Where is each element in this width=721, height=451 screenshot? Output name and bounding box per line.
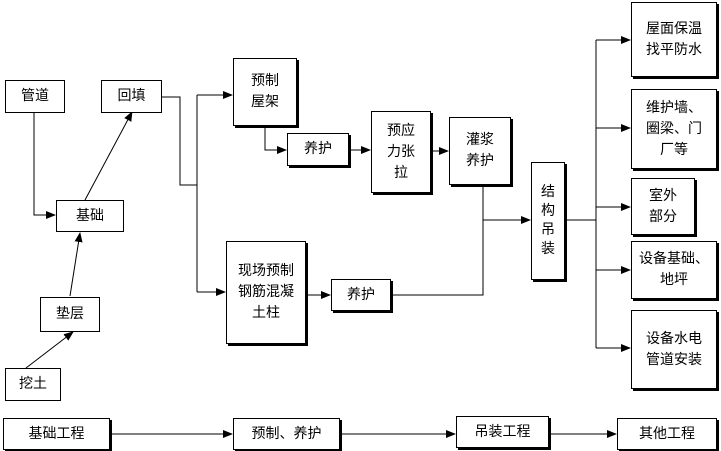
node-yanghu-2: 养护: [331, 279, 391, 311]
node-yuzhi-wujia: 预制 屋架: [233, 58, 297, 126]
stage-qita-gongcheng: 其他工程: [617, 418, 717, 450]
node-watu: 挖土: [5, 368, 61, 401]
stage-yuzhi-yanghu: 预制、养护: [233, 418, 340, 450]
node-guandao: 管道: [5, 80, 65, 113]
node-jiegou-diaozhuang: 结 构 吊 装: [531, 162, 565, 280]
node-shiwai: 室外 部分: [631, 178, 695, 235]
node-shebei-shuidian: 设备水电 管道安装: [631, 310, 717, 389]
node-yuyingli-zhangla: 预应 力张 拉: [371, 111, 431, 193]
node-shebei-jichu: 设备基础、 地坪: [631, 241, 717, 299]
stage-jichu-gongcheng: 基础工程: [3, 418, 110, 450]
stage-diaozhuang-gongcheng: 吊装工程: [456, 416, 549, 448]
node-wumian: 屋面保温 找平防水: [631, 2, 717, 77]
node-guanjiang-yanghu: 灌浆 养护: [449, 117, 511, 185]
node-weihu: 维护墙、 圈梁、门 厂等: [631, 89, 717, 169]
node-huitian: 回填: [101, 80, 162, 113]
node-dianceng: 垫层: [40, 297, 100, 332]
node-xianchang-yuzhi: 现场预制 钢筋混凝 土柱: [226, 241, 306, 344]
node-jichu: 基础: [56, 200, 124, 232]
node-yanghu-1: 养护: [287, 133, 349, 166]
